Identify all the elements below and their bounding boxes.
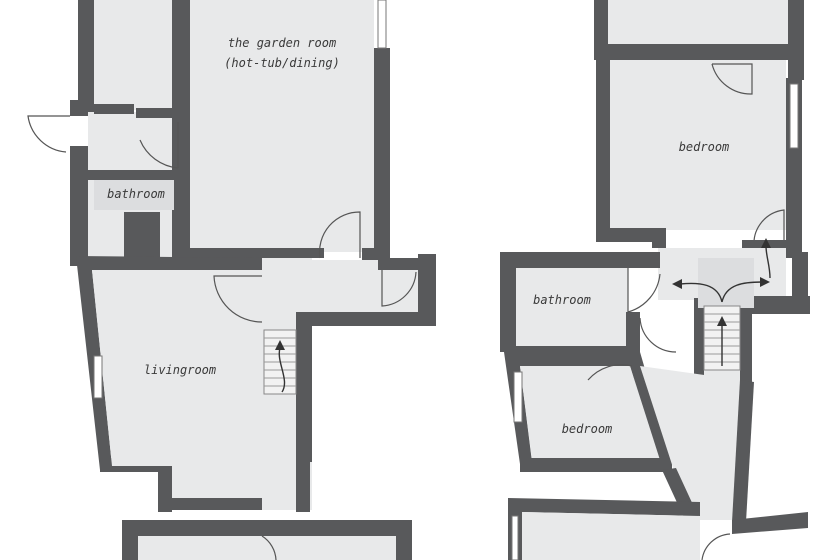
ground-hall	[262, 211, 436, 512]
bathroom-ground-label: bathroom	[107, 187, 165, 201]
garden-room-door[interactable]	[318, 211, 361, 259]
side-door[interactable]	[381, 270, 417, 307]
bathroom-door[interactable]	[139, 122, 179, 169]
bathroom-first-label: bathroom	[533, 293, 591, 307]
bedroom-top-door[interactable]	[711, 63, 753, 95]
ground-floor	[27, 0, 436, 560]
bottom-door[interactable]	[261, 535, 277, 560]
livingroom-window	[93, 355, 103, 399]
stairs-up-arrow-icon	[717, 316, 727, 326]
bedroom-top-window	[789, 83, 799, 149]
livingroom-door[interactable]	[213, 275, 263, 323]
ground-stairs	[263, 329, 297, 395]
bedroom-lower-door[interactable]	[587, 364, 633, 381]
bathroom-ground-area	[27, 0, 184, 266]
bottom-room-door[interactable]	[701, 533, 731, 560]
bedroom-lower-area	[504, 352, 672, 472]
bedroom-top-hall-door[interactable]	[753, 209, 785, 247]
garden-room	[172, 0, 390, 260]
livingroom-area	[76, 256, 270, 512]
room-labels: the garden room (hot-tub/dining) bathroo…	[107, 36, 729, 436]
first-landing	[658, 238, 810, 382]
livingroom-label: livingroom	[144, 363, 216, 377]
garden-room-label: the garden room	[228, 36, 336, 50]
garden-window	[377, 0, 387, 49]
bathroom-first-door[interactable]	[627, 268, 661, 313]
top-small-room	[594, 0, 804, 80]
first-floor	[500, 0, 810, 560]
landing-right-arrow	[721, 281, 763, 303]
bedroom-top-label: bedroom	[679, 140, 730, 154]
entrance-door[interactable]	[27, 115, 70, 153]
bedroom-lower-label: bedroom	[562, 422, 613, 436]
bedroom-lower-window	[513, 371, 523, 423]
bedroom-top-area	[596, 60, 802, 258]
ground-bottom-rooms	[122, 520, 412, 560]
garden-room-sublabel: (hot-tub/dining)	[224, 56, 340, 70]
first-bottom-room	[508, 498, 808, 560]
stairs-up-arrow-icon	[275, 340, 285, 350]
bottom-window	[511, 515, 519, 560]
landing-door[interactable]	[639, 317, 677, 353]
landing-left-arrow	[679, 282, 723, 303]
